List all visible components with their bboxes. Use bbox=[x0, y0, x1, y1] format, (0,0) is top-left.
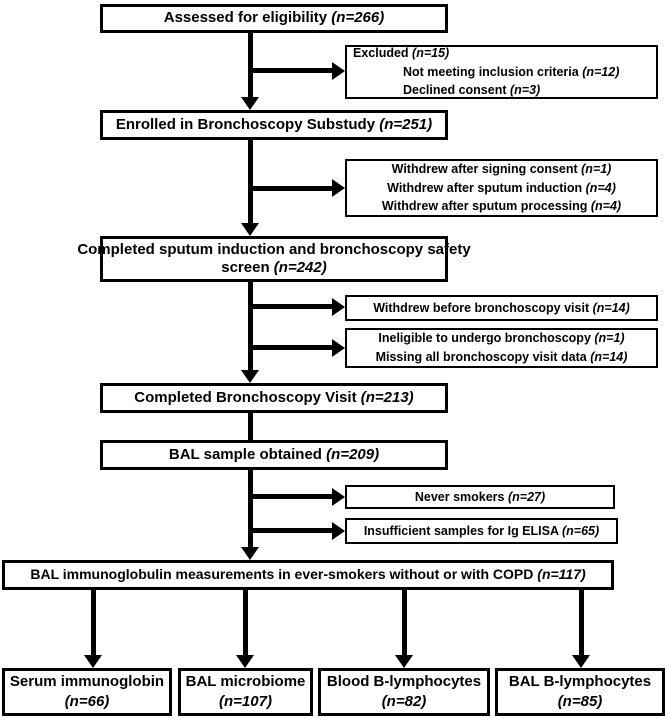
arrow-to-insufficient-line bbox=[248, 528, 332, 533]
box-ineligible-missing: Ineligible to undergo bronchoscopy (n=1)… bbox=[345, 328, 658, 368]
box-label: Never smokers (n=27) bbox=[414, 489, 546, 504]
excluded-line: Excluded (n=15) bbox=[353, 45, 450, 60]
missing-data-line: Missing all bronchoscopy visit data (n=1… bbox=[375, 350, 628, 364]
box-n: (n=107) bbox=[219, 693, 272, 710]
arrow-to-bal-b-head bbox=[572, 655, 590, 668]
arrow-to-excluded-head bbox=[332, 62, 345, 80]
box-label: Assessed for eligibility (n=266) bbox=[163, 9, 385, 27]
arrow-to-withdrew-before-head bbox=[332, 298, 345, 316]
arrow-to-bal-microbiome-head bbox=[236, 655, 254, 668]
withdrew-line: Withdrew after sputum processing (n=4) bbox=[381, 199, 622, 214]
box-label: BAL sample obtained (n=209) bbox=[168, 445, 380, 463]
box-n: (n=82) bbox=[381, 693, 427, 710]
box-insufficient-samples: Insufficient samples for Ig ELISA (n=65) bbox=[345, 518, 618, 544]
box-blood-b-lymphocytes: Blood B-lymphocytes (n=82) bbox=[318, 668, 490, 716]
arrow-to-blood-b-line bbox=[402, 590, 407, 655]
arrow-to-bal-microbiome-line bbox=[243, 590, 248, 655]
box-n: (n=85) bbox=[557, 693, 603, 710]
arrow-assessed-to-enrolled-head bbox=[241, 97, 259, 110]
arrow-enrolled-to-sputum-head bbox=[241, 223, 259, 236]
box-label: Completed Bronchoscopy Visit (n=213) bbox=[134, 388, 414, 406]
box-label: BAL microbiome bbox=[185, 672, 306, 690]
box-bal-sample-obtained: BAL sample obtained (n=209) bbox=[100, 440, 448, 470]
box-never-smokers: Never smokers (n=27) bbox=[345, 485, 615, 509]
box-label-line1: Completed sputum induction and bronchosc… bbox=[77, 240, 471, 258]
box-assessed-eligibility: Assessed for eligibility (n=266) bbox=[100, 4, 448, 33]
arrow-bal-sample-to-ig-head bbox=[241, 547, 259, 560]
box-completed-bronchoscopy-visit: Completed Bronchoscopy Visit (n=213) bbox=[100, 383, 448, 413]
box-label: Serum immunoglobin bbox=[9, 672, 165, 690]
box-enrolled-substudy: Enrolled in Bronchoscopy Substudy (n=251… bbox=[100, 110, 448, 140]
arrow-sputum-to-visit-line bbox=[248, 282, 253, 370]
box-excluded: Excluded (n=15) Not meeting inclusion cr… bbox=[345, 45, 658, 99]
arrow-to-withdrew-before-line bbox=[248, 304, 332, 309]
arrow-to-never-smokers-head bbox=[332, 488, 345, 506]
box-label: Enrolled in Bronchoscopy Substudy (n=251… bbox=[115, 115, 433, 133]
arrow-to-bal-b-line bbox=[579, 590, 584, 655]
box-sputum-safety-screen: Completed sputum induction and bronchosc… bbox=[77, 236, 471, 282]
arrow-to-serum-ig-line bbox=[91, 590, 96, 655]
connector-visit-to-bal-sample bbox=[248, 413, 253, 440]
box-n: (n=66) bbox=[64, 693, 110, 710]
arrow-to-never-smokers-line bbox=[248, 494, 332, 499]
box-label: Blood B-lymphocytes bbox=[326, 672, 482, 690]
arrow-to-ineligible-head bbox=[332, 339, 345, 357]
arrow-to-ineligible-line bbox=[248, 345, 332, 350]
arrow-sputum-to-visit-head bbox=[241, 370, 259, 383]
box-bal-b-lymphocytes: BAL B-lymphocytes (n=85) bbox=[495, 668, 665, 716]
box-label-line2: screen (n=242) bbox=[221, 259, 327, 276]
withdrew-line: Withdrew after sputum induction (n=4) bbox=[387, 180, 616, 195]
arrow-enrolled-to-sputum-line bbox=[248, 140, 253, 223]
arrow-to-blood-b-head bbox=[395, 655, 413, 668]
box-label: BAL B-lymphocytes bbox=[508, 672, 652, 690]
arrow-to-excluded-line bbox=[248, 68, 332, 73]
box-bal-immunoglobulin-measurements: BAL immunoglobulin measurements in ever-… bbox=[2, 560, 614, 590]
withdrew-line: Withdrew after signing consent (n=1) bbox=[391, 161, 612, 176]
excluded-line: Not meeting inclusion criteria (n=12) bbox=[403, 64, 620, 79]
box-label: BAL immunoglobulin measurements in ever-… bbox=[30, 566, 586, 583]
arrow-to-serum-ig-head bbox=[84, 655, 102, 668]
ineligible-line: Ineligible to undergo bronchoscopy (n=1) bbox=[378, 331, 625, 346]
box-serum-immunoglobin: Serum immunoglobin (n=66) bbox=[2, 668, 172, 716]
arrow-bal-sample-to-ig-line bbox=[248, 470, 253, 547]
box-withdrew-before-visit: Withdrew before bronchoscopy visit (n=14… bbox=[345, 295, 658, 321]
arrow-to-insufficient-head bbox=[332, 522, 345, 540]
arrow-assessed-to-enrolled-line bbox=[248, 33, 253, 97]
arrow-to-withdrew-head bbox=[332, 179, 345, 197]
box-bal-microbiome: BAL microbiome (n=107) bbox=[178, 668, 313, 716]
arrow-to-withdrew-line bbox=[248, 186, 332, 191]
box-withdrew-reasons: Withdrew after signing consent (n=1) Wit… bbox=[345, 159, 658, 217]
excluded-line: Declined consent (n=3) bbox=[403, 83, 541, 98]
box-label: Withdrew before bronchoscopy visit (n=14… bbox=[373, 300, 630, 315]
box-label: Insufficient samples for Ig ELISA (n=65) bbox=[363, 523, 600, 538]
